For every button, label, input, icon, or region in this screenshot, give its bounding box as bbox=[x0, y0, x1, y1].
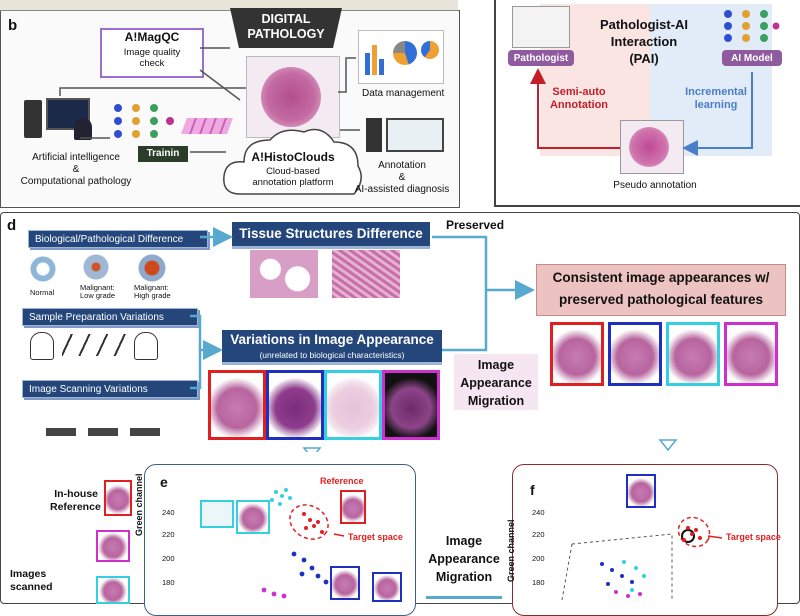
tissue-image-1 bbox=[250, 250, 318, 298]
panel-f-tick-180: 180 bbox=[532, 578, 545, 587]
incremental-label: Incremental learning bbox=[685, 86, 747, 111]
pathologist-badge: Pathologist bbox=[508, 50, 574, 66]
ai-label: Artificial intelligence & Computational … bbox=[20, 152, 132, 187]
inhouse-label: In-house Reference bbox=[50, 488, 101, 513]
panel-e-reference-label: Reference bbox=[320, 476, 364, 486]
panel-e-tick-200: 200 bbox=[162, 554, 175, 563]
digital-pathology-label: DIGITAL PATHOLOGY bbox=[247, 12, 325, 41]
cloud-shape bbox=[223, 128, 362, 195]
normal-label: Normal bbox=[30, 288, 55, 297]
panel-b-letter: b bbox=[8, 17, 18, 34]
pai-bottom-border bbox=[494, 205, 800, 207]
panel-f-tick-220: 220 bbox=[532, 530, 545, 539]
inhouse-reference-thumb bbox=[104, 480, 132, 516]
panel-f-scatter bbox=[561, 516, 723, 600]
pai-arrows bbox=[530, 68, 753, 156]
consistent-thumb-red bbox=[550, 322, 604, 386]
variation-thumb-red bbox=[208, 370, 266, 440]
tissue-diff-title: Tissue Structures Difference bbox=[232, 222, 430, 249]
ai-model-badge: AI Model bbox=[722, 50, 782, 66]
consistent-thumb-blue bbox=[608, 322, 662, 386]
panel-e-letter: e bbox=[160, 474, 168, 490]
pipettes-icon bbox=[62, 334, 128, 356]
panel-b-connectors bbox=[59, 47, 360, 153]
panel-e-tick-220: 220 bbox=[162, 530, 175, 539]
migration-center-arrow bbox=[426, 596, 502, 599]
panel-e-target-space: Target space bbox=[348, 532, 403, 542]
panel-f-tick-200: 200 bbox=[532, 554, 545, 563]
normal-cells-icon bbox=[24, 256, 62, 282]
tissue-image-2 bbox=[332, 250, 400, 298]
panel-d-arrows bbox=[190, 227, 678, 452]
histoclouds-title: A!HistoClouds bbox=[251, 150, 335, 164]
neural-network-icon bbox=[114, 104, 174, 138]
image-scanning-label: Image Scanning Variations bbox=[22, 380, 198, 398]
training-label: Trainin bbox=[138, 146, 188, 162]
pai-title: Pathologist-AI Interaction (PAI) bbox=[599, 17, 689, 66]
pseudo-label: Pseudo annotation bbox=[613, 180, 697, 191]
computer-icon bbox=[24, 100, 42, 138]
scanner-icons bbox=[46, 428, 162, 436]
variation-thumb-blue bbox=[266, 370, 324, 440]
migration-label: Image Appearance Migration bbox=[454, 354, 538, 410]
technician-icon-2 bbox=[134, 332, 158, 360]
panel-e-reference-thumb bbox=[340, 490, 366, 524]
pathologist-icon bbox=[512, 6, 570, 48]
data-management-label: Data management bbox=[362, 88, 445, 99]
scanned-thumb-cyan bbox=[96, 576, 130, 604]
variations-title: Variations in Image Appearance bbox=[222, 330, 442, 348]
panel-e-scatter bbox=[261, 488, 345, 599]
panel-e-blue-thumb bbox=[330, 566, 360, 600]
digital-pathology-banner bbox=[230, 8, 342, 48]
panel-e-tick-180: 180 bbox=[162, 578, 175, 587]
malignant-high-label: Malignant: High grade bbox=[134, 283, 171, 300]
data-management-chart bbox=[358, 30, 444, 84]
migration-center-label: Image Appearance Migration bbox=[428, 534, 500, 584]
panel-e-y-axis: Green channel bbox=[134, 473, 144, 536]
panel-f-tick-240: 240 bbox=[532, 508, 545, 517]
variation-thumb-magenta bbox=[382, 370, 440, 440]
ai-model-network-icon bbox=[724, 10, 780, 42]
technician-icon-1 bbox=[30, 332, 54, 360]
panel-e-blue-thumb-2 bbox=[372, 572, 402, 602]
magqc-title: A!MagQC bbox=[124, 30, 180, 44]
malignant-low-label: Malignant: Low grade bbox=[80, 283, 116, 300]
scanned-thumb-magenta bbox=[96, 530, 130, 562]
workstation-icon bbox=[366, 118, 382, 152]
panel-f-target-space: Target space bbox=[726, 532, 781, 542]
panel-e-sample-thumb bbox=[236, 500, 270, 534]
workstation-monitor bbox=[386, 118, 444, 152]
panel-e-scanner-thumb bbox=[200, 500, 234, 528]
wsi-viewer-image bbox=[246, 56, 340, 138]
panel-f-letter: f bbox=[530, 482, 535, 498]
consistent-thumb-magenta bbox=[724, 322, 778, 386]
images-scanned-label: Images scanned bbox=[10, 568, 53, 593]
variations-subtitle: (unrelated to biological characteristics… bbox=[222, 348, 442, 365]
panel-d-letter: d bbox=[7, 217, 17, 234]
annotation-label: Annotation & AI-assisted diagnosis bbox=[354, 160, 450, 195]
low-grade-cells-icon bbox=[78, 254, 114, 280]
consistent-title: Consistent image appearances w/ preserve… bbox=[536, 264, 786, 316]
panel-f-stack-thumb bbox=[626, 474, 656, 508]
preserved-label: Preserved bbox=[446, 218, 505, 232]
consistent-thumb-cyan bbox=[666, 322, 720, 386]
pai-left-border bbox=[494, 0, 496, 206]
panel-e-tick-240: 240 bbox=[162, 508, 175, 517]
magqc-box bbox=[100, 28, 204, 78]
magqc-desc: Image quality check bbox=[123, 47, 181, 69]
top-strip bbox=[0, 0, 458, 11]
variation-thumb-cyan bbox=[324, 370, 382, 440]
pseudo-annotation-image bbox=[620, 120, 684, 174]
bio-diff-label: Biological/Pathological Difference bbox=[28, 230, 208, 248]
semi-auto-label: Semi-auto Annotation bbox=[549, 86, 609, 111]
person-icon bbox=[74, 118, 92, 140]
histoclouds-desc: Cloud-based annotation platform bbox=[252, 166, 334, 188]
high-grade-cells-icon bbox=[132, 254, 172, 282]
